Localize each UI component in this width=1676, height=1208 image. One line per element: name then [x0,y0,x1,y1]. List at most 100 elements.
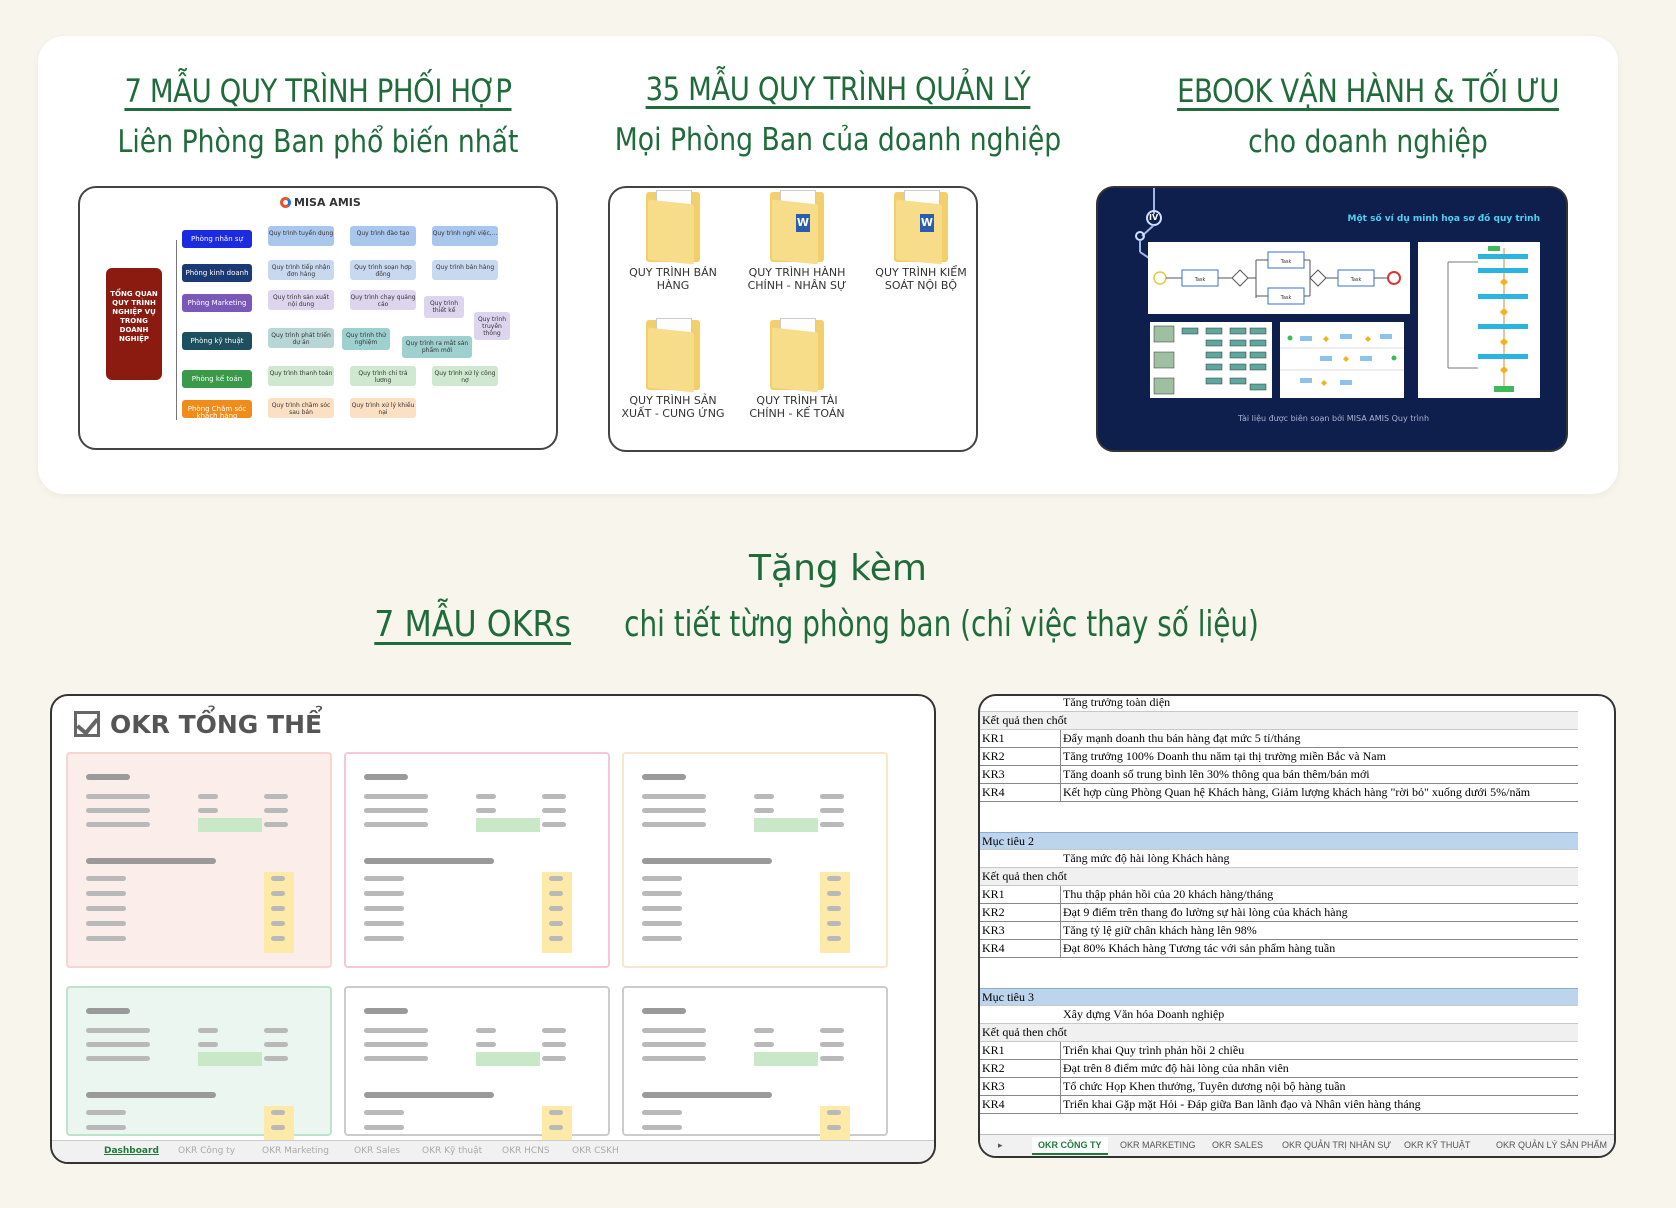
process-node: Quy trình chạy quảng cáo [350,290,416,310]
okr-tab[interactable]: Dashboard [104,1146,159,1156]
key-result-row: KR3 Tăng doanh số trung bình lên 30% thôn… [980,766,1578,784]
folders-thumbnail[interactable]: QUY TRÌNH BÁN HÀNG W QUY TRÌNH HÀNH CHÍN… [608,186,978,452]
cell-label: KR4 [982,785,1005,799]
okr-tab[interactable]: OKR HCNS [502,1146,550,1156]
key-result-row: KR4 Kết hợp cùng Phòng Quan hệ Khách hàng… [980,784,1578,802]
cell-value: Đạt trên 8 điểm mức độ hài lòng của nhân… [1063,1061,1289,1075]
process-node: Quy trình xử lý công nợ [432,366,498,386]
cell-value: Triển khai Quy trình phản hồi 2 chiều [1063,1043,1245,1057]
cell-label: KR2 [982,1061,1005,1075]
cell-label: KR1 [982,731,1005,745]
folder-icon [770,318,824,393]
folder-internal-control[interactable]: W QUY TRÌNH KIỂM SOÁT NỘI BỘ [866,190,976,292]
process-node: Quy trình sản xuất nội dung [268,290,334,310]
sheet-row: Tăng mức độ hài lòng Khách hàng [980,850,1578,868]
okr-tab[interactable]: OKR Marketing [262,1146,329,1156]
cell-value: Tăng mức độ hài lòng Khách hàng [1063,851,1230,865]
cell-value: Kết hợp cùng Phòng Quan hệ Khách hàng, G… [1063,785,1531,799]
ebook-title: Một số ví dụ minh họa sơ đồ quy trình [1347,214,1540,224]
task-label: Task [1280,259,1292,265]
cell-value: Tổ chức Họp Khen thưởng, Tuyên dương nội… [1063,1079,1346,1093]
process-node: Quy trình thanh toán [268,366,334,386]
scroll-left-icon[interactable]: ▸ [998,1140,1003,1150]
dept-tech: Phòng kỹ thuật [182,332,252,350]
cell-label: KR3 [982,767,1005,781]
sheet-tab[interactable]: OKR SALES [1212,1140,1264,1150]
folder-hr-admin[interactable]: W QUY TRÌNH HÀNH CHÍNH - NHÂN SỰ [742,190,852,292]
offer-heading-1: 7 MẪU QUY TRÌNH PHỐI HỢP Liên Phòng Ban … [38,72,598,160]
process-node: Quy trình truyền thông [474,312,510,340]
key-result-row: KR4 Triển khai Gặp mặt Hỏi - Đáp giữa Ban… [980,1096,1578,1114]
cell-label: KR4 [982,1097,1005,1111]
dept-marketing: Phòng Marketing [182,294,252,312]
sheet-row: Kết quả then chốt [980,868,1578,886]
task-label: Task [1280,295,1292,301]
okr-tab[interactable]: OKR Kỹ thuật [422,1146,483,1156]
process-node: Quy trình tuyển dụng [268,226,334,246]
okr-summary-card [344,986,610,1142]
key-result-row: KR3 Tổ chức Họp Khen thưởng, Tuyên dương … [980,1078,1578,1096]
okr-tab[interactable]: OKR Sales [354,1146,401,1156]
checkbox-icon [74,711,100,737]
dept-sales: Phòng kinh doanh [182,264,252,282]
okr-templates-link[interactable]: 7 MẪU OKRs [373,604,571,645]
cell-label: Kết quả then chốt [982,713,1067,727]
sheet-tab[interactable]: OKR QUẢN LÝ SẢN PHẨM [1496,1140,1608,1150]
cell-label: KR4 [982,941,1005,955]
folder-production[interactable]: QUY TRÌNH SẢN XUẤT - CUNG ỨNG [618,318,728,420]
sheet-row: Kết quả then chốt [980,712,1578,730]
process-node: Quy trình bán hàng [432,260,498,280]
folder-sales[interactable]: QUY TRÌNH BÁN HÀNG [618,190,728,292]
okr-summary-card [66,986,332,1142]
okr-dashboard-thumbnail[interactable]: OKR TỔNG THỂ Dashboard OKR Công ty OKR M… [50,694,936,1164]
flowchart-diagram [1418,242,1540,398]
sheet-row: Tăng trưởng toàn diện [980,696,1578,712]
okr-dashboard-tabs: Dashboard OKR Công ty OKR Marketing OKR … [52,1140,934,1162]
folder-finance[interactable]: QUY TRÌNH TÀI CHÍNH - KẾ TOÁN [742,318,852,420]
bonus-title: Tặng kèm [749,548,927,589]
cell-label: KR2 [982,905,1005,919]
sheet-tab[interactable]: OKR KỸ THUẬT [1404,1140,1471,1150]
key-result-row: KR4 Đạt 80% Khách hàng Tương tác với sản … [980,940,1578,958]
process-node: Quy trình đào tạo [350,226,416,246]
cell-value: Tăng doanh số trung bình lên 30% thông q… [1063,767,1370,781]
objective-row: Mục tiêu 2 [980,832,1578,850]
folder-icon [646,318,700,393]
bonus-subtitle-rest: chi tiết từng phòng ban (chỉ việc thay s… [614,604,1259,645]
process-node: Quy trình nghỉ việc,... [432,226,498,246]
process-node: Quy trình tiếp nhận đơn hàng [268,260,334,280]
sheet-tab[interactable]: OKR QUẢN TRỊ NHÂN SỰ [1282,1140,1392,1150]
cell-label: KR2 [982,749,1005,763]
cell-label: KR3 [982,923,1005,937]
folder-icon [646,190,700,265]
org-chart-thumbnail[interactable]: MISA AMIS TỔNG QUAN QUY TRÌNH NGHIỆP VỤ … [78,186,558,450]
misa-amis-logo: MISA AMIS [280,196,361,209]
okr-summary-card [622,752,888,968]
ebook-chapter-badge: IV [1149,213,1159,222]
cell-label: KR3 [982,1079,1005,1093]
process-node: Quy trình thiết kế [424,296,464,318]
objective-row: Mục tiêu 3 [980,988,1578,1006]
ebook-thumbnail[interactable]: IV Một số ví dụ minh họa sơ đồ quy trình [1096,186,1568,452]
okr-tab[interactable]: OKR CSKH [572,1146,619,1156]
offer-link-1[interactable]: 7 MẪU QUY TRÌNH PHỐI HỢP [124,72,512,110]
org-root-node: TỔNG QUAN QUY TRÌNH NGHIỆP VỤ TRONG DOAN… [106,268,162,380]
offer-link-2[interactable]: 35 MẪU QUY TRÌNH QUẢN LÝ [645,70,1031,108]
cell-value: Triển khai Gặp mặt Hỏi - Đáp giữa Ban lã… [1063,1097,1421,1111]
offer-link-3[interactable]: EBOOK VẬN HÀNH & TỐI ƯU [1177,72,1559,110]
offer-subtitle-2: Mọi Phòng Ban của doanh nghiệp [614,122,1062,158]
cell-value: Thu thập phản hồi của 20 khách hàng/thán… [1063,887,1274,901]
swimlane-table [1150,322,1272,398]
sheet-tab[interactable]: OKR CÔNG TY [1032,1137,1108,1155]
cell-value: Đạt 80% Khách hàng Tương tác với sản phẩ… [1063,941,1336,955]
process-node: Quy trình chăm sóc sau bán [268,398,334,418]
sheet-tab[interactable]: OKR MARKETING [1120,1140,1196,1150]
okr-tab[interactable]: OKR Công ty [178,1146,236,1156]
process-map [1280,322,1404,398]
